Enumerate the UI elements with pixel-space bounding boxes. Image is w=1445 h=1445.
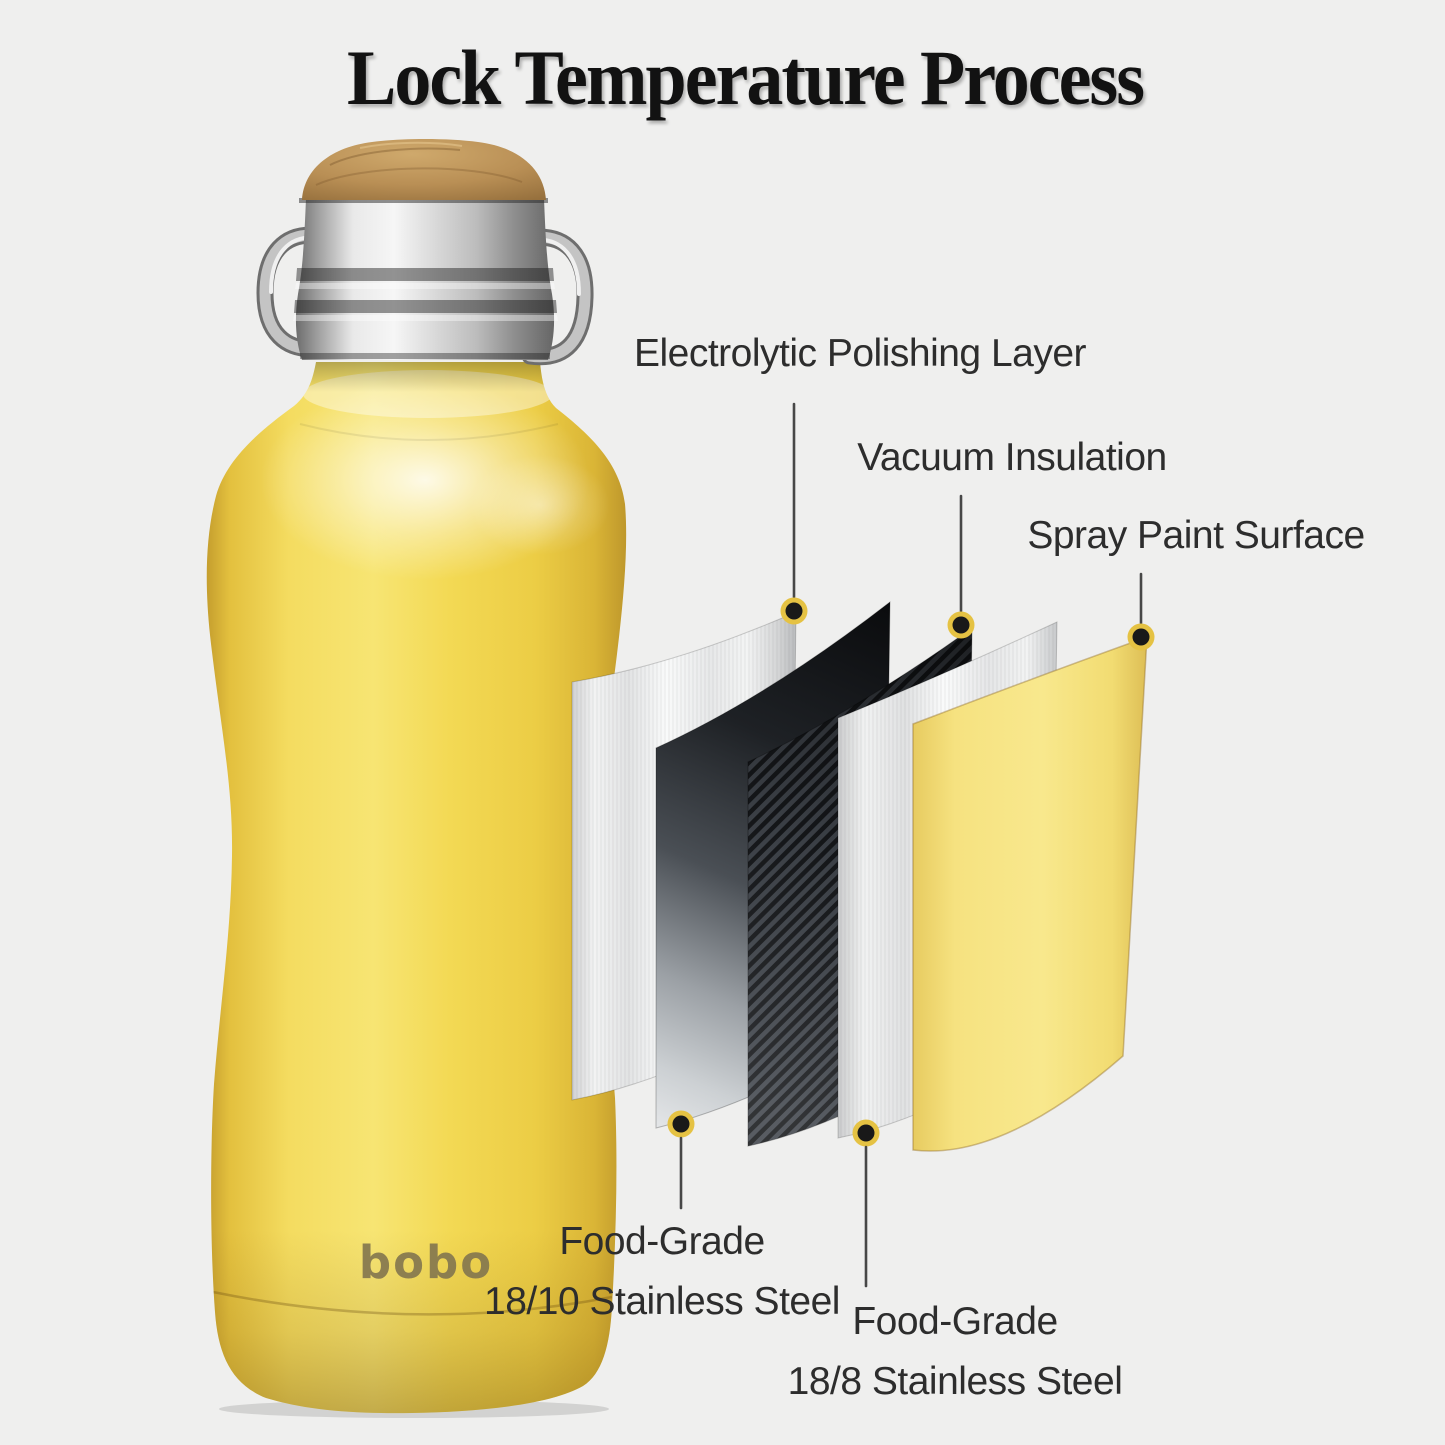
layer-panel-spray-paint	[912, 635, 1148, 1152]
bottle-cap	[256, 139, 594, 366]
cap-wire-handle	[256, 226, 594, 366]
callout-electrolytic	[780, 402, 808, 625]
label-vacuum-insulation: Vacuum Insulation	[857, 436, 1167, 479]
callout-annotations	[667, 402, 1155, 1288]
label-food-grade-18-10-stainless-steel: Food-Grade 18/10 Stainless Steel	[484, 1212, 840, 1332]
label-line: 18/8 Stainless Steel	[787, 1360, 1123, 1403]
bottle	[206, 139, 627, 1418]
label-electrolytic-polishing-layer: Electrolytic Polishing Layer	[633, 332, 1087, 375]
callout-dot-core	[1132, 628, 1150, 646]
callout-outer-steel	[852, 1119, 880, 1288]
label-line: 18/10 Stainless Steel	[484, 1280, 840, 1323]
callout-vacuum	[947, 494, 975, 639]
label-line: Food-Grade	[559, 1220, 765, 1263]
callout-dot-core	[952, 616, 970, 634]
label-food-grade-18-8-stainless-steel: Food-Grade 18/8 Stainless Steel	[788, 1292, 1123, 1412]
callout-inner-steel	[667, 1110, 695, 1210]
layer-stack	[571, 600, 1148, 1152]
cap-steel-band	[293, 198, 558, 360]
callout-spray	[1127, 572, 1155, 651]
callout-dot-core	[857, 1124, 875, 1142]
page-title: Lock Temperature Process	[346, 35, 1145, 122]
label-line: Food-Grade	[852, 1300, 1058, 1343]
bamboo-lid	[302, 139, 546, 200]
callout-dot-core	[785, 602, 803, 620]
label-spray-paint-surface: Spray Paint Surface	[1027, 514, 1365, 557]
brand-logo: bobo	[358, 1236, 494, 1289]
bottle-body	[206, 362, 627, 1414]
callout-dot-core	[672, 1115, 690, 1133]
